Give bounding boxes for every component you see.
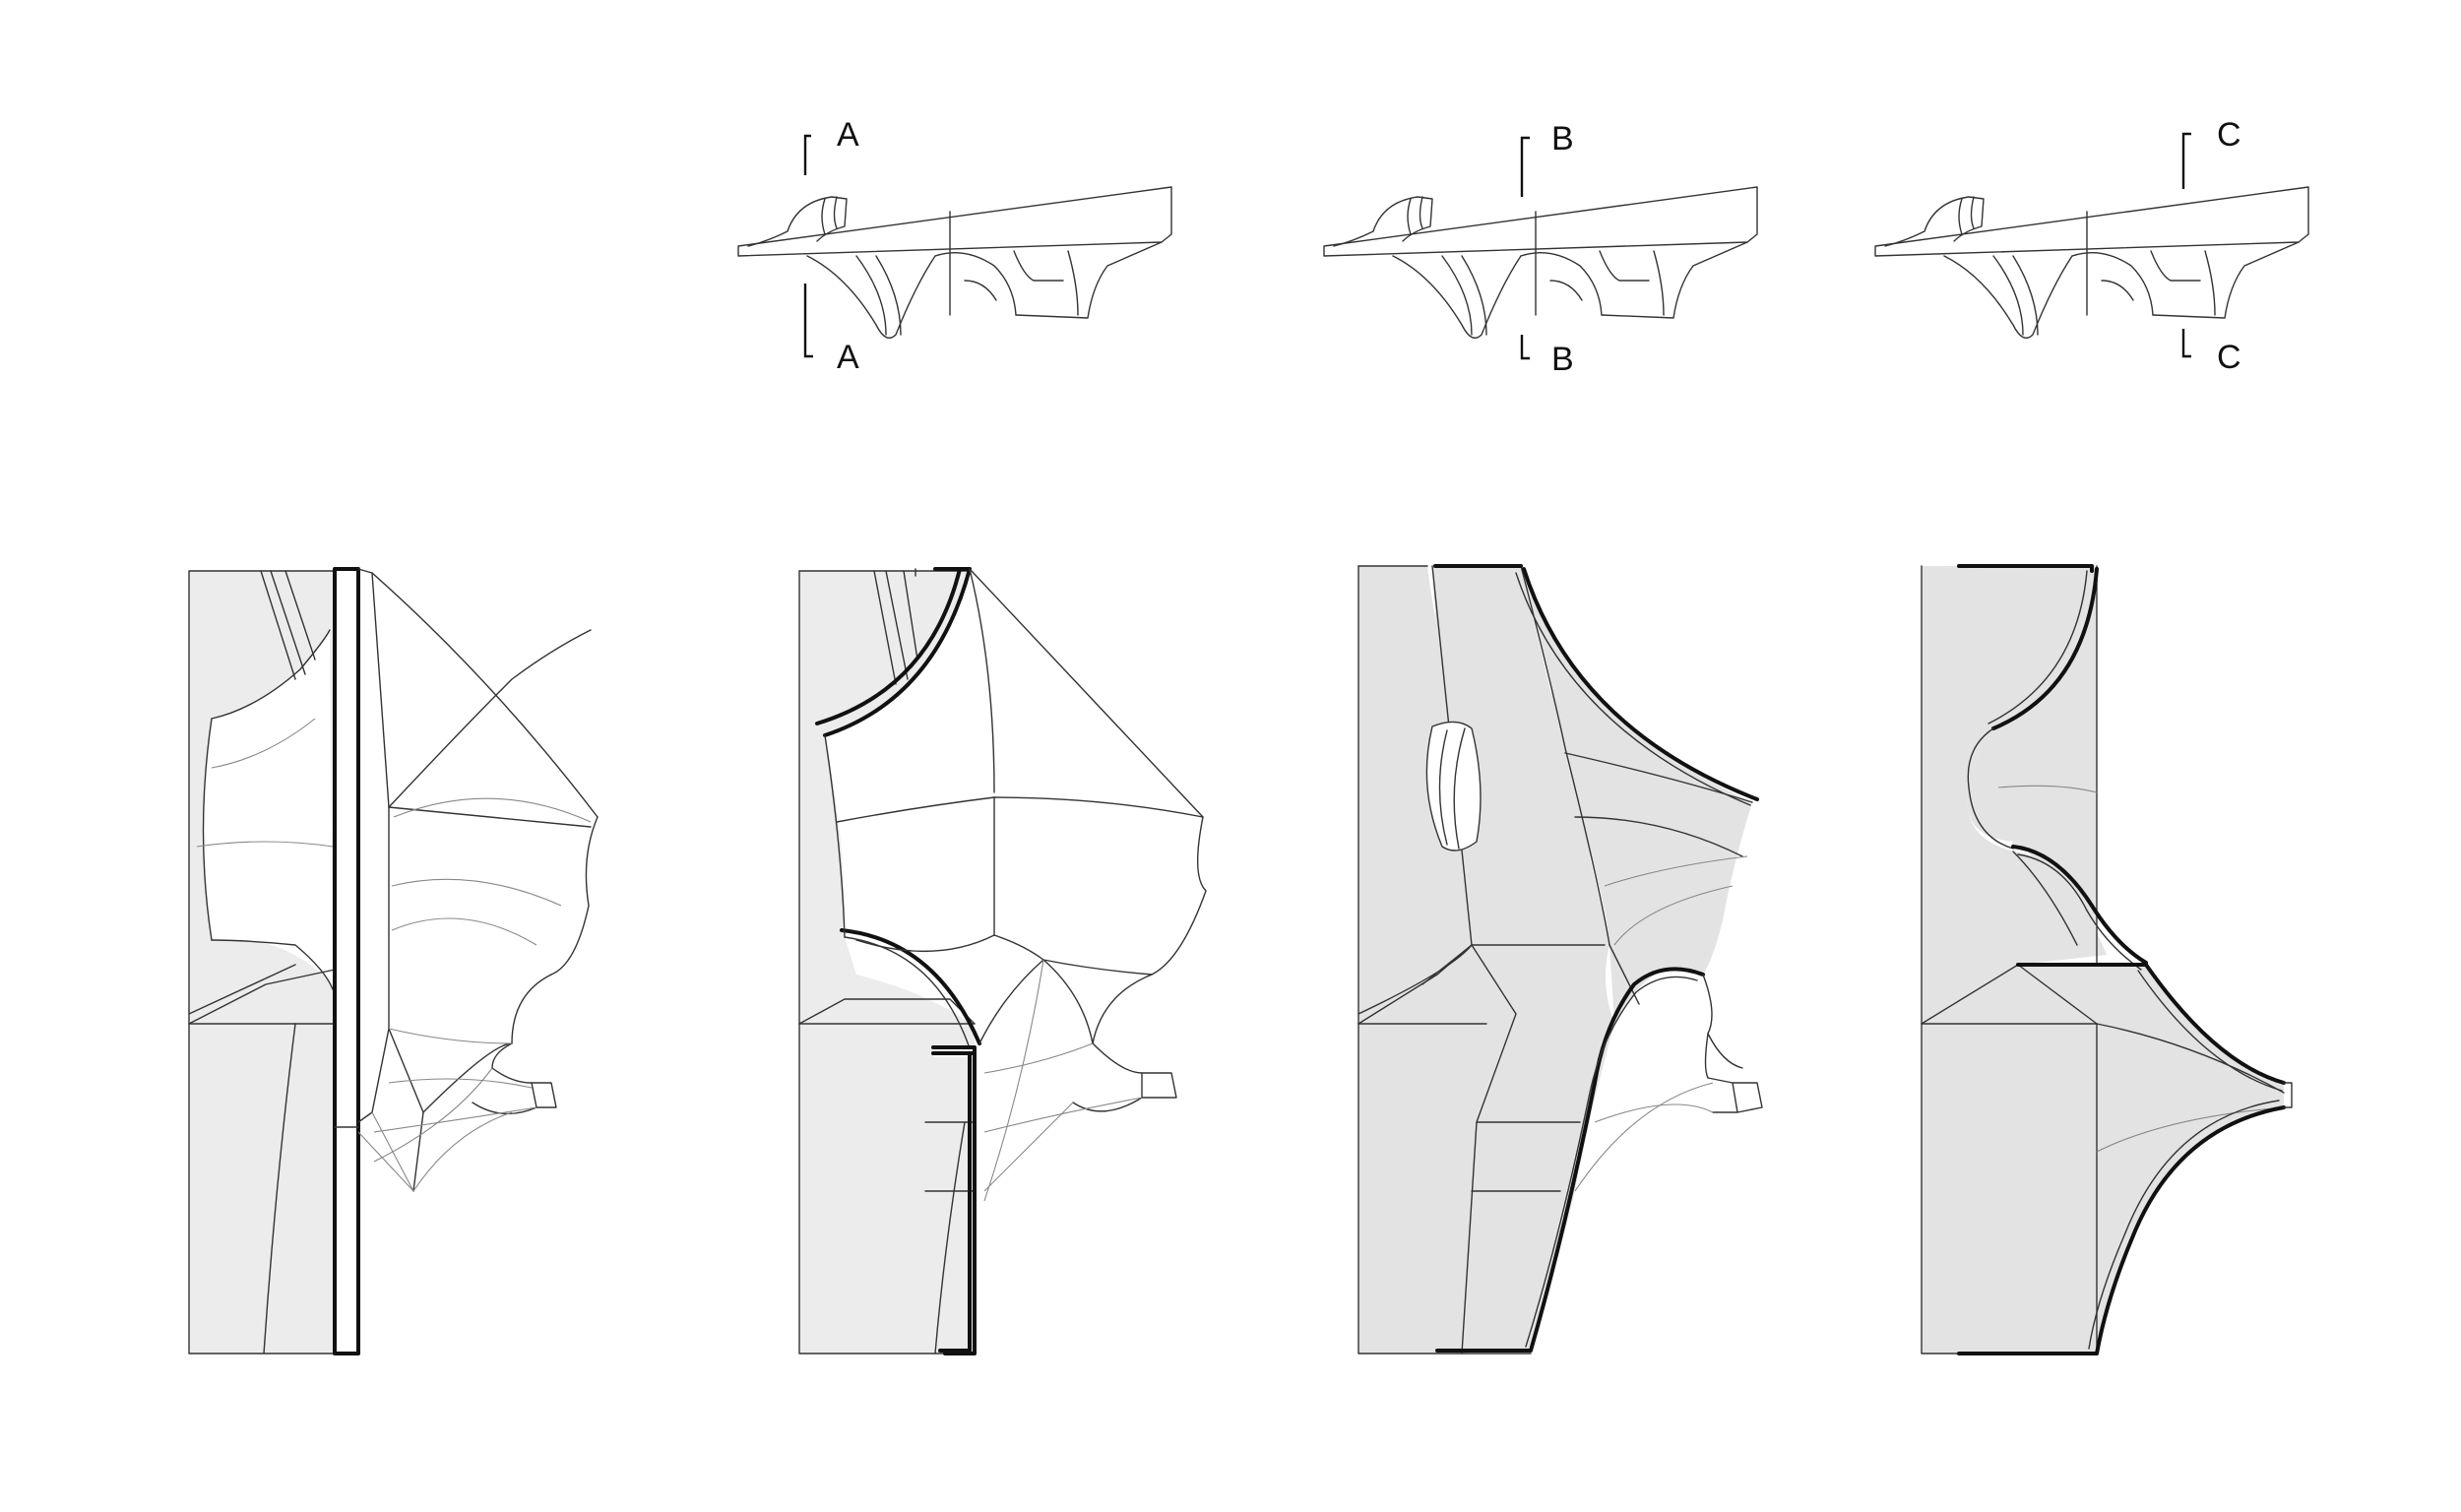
elevation-row: A A B B C C xyxy=(737,116,2309,378)
section-b-top-label: B xyxy=(1551,120,1574,158)
section-c-bottom-label: C xyxy=(2217,339,2241,376)
section-a-bottom-label: A xyxy=(837,339,859,376)
section-marker-a: A A xyxy=(803,116,859,376)
elevation-c xyxy=(1874,186,2309,339)
section-view-1 xyxy=(188,567,599,1355)
section-marker-c: C C xyxy=(2181,116,2241,376)
section-view-4 xyxy=(1921,564,2293,1355)
section-a-top-label: A xyxy=(837,116,859,154)
section-view-3 xyxy=(1357,564,1763,1354)
elevation-b xyxy=(1323,186,1758,339)
section-marker-b: B B xyxy=(1520,120,1574,378)
section-b-bottom-label: B xyxy=(1551,341,1574,378)
section-c-top-label: C xyxy=(2217,116,2241,154)
section-view-2 xyxy=(798,567,1207,1355)
elevation-a xyxy=(737,186,1172,339)
